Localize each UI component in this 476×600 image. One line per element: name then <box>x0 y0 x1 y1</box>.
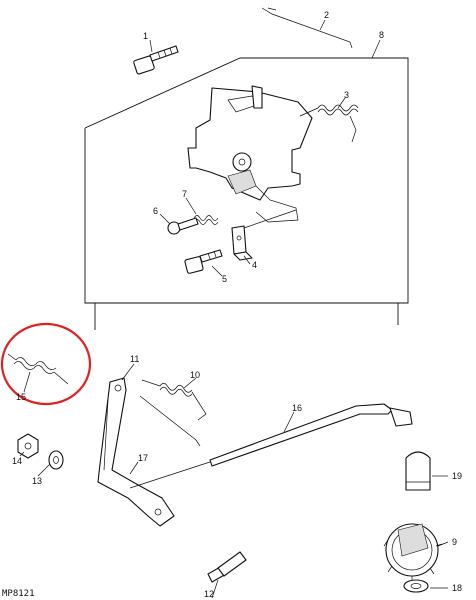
callout-6: 6 <box>153 206 158 216</box>
assembly-box <box>84 57 409 330</box>
callout-3: 3 <box>344 90 349 100</box>
part-12-pin <box>207 551 247 583</box>
part-1-bolt <box>133 45 179 75</box>
part-13-washer <box>48 450 64 470</box>
callout-13: 13 <box>32 476 42 486</box>
part-14-nut <box>17 433 39 459</box>
callout-8: 8 <box>379 30 384 40</box>
part-6-screw <box>167 217 199 235</box>
callout-10: 10 <box>190 370 200 380</box>
callout-17: 17 <box>138 453 148 463</box>
part-10-spring <box>139 379 207 447</box>
main-bracket <box>187 85 313 229</box>
callout-11: 11 <box>130 354 139 364</box>
callout-18: 18 <box>452 583 462 593</box>
callout-9: 9 <box>452 537 457 547</box>
part-18-washer <box>403 579 429 593</box>
part-15-spring <box>7 353 69 385</box>
part-4-clip <box>231 225 253 261</box>
part-2-wire <box>261 7 353 49</box>
highlight-circle <box>0 322 92 406</box>
callout-19: 19 <box>452 471 462 481</box>
callout-2: 2 <box>324 10 329 20</box>
callout-12: 12 <box>204 589 214 599</box>
callout-7: 7 <box>182 189 187 199</box>
part-11-lever <box>97 377 175 527</box>
leader-lines <box>19 19 449 599</box>
callout-15: 15 <box>16 392 26 402</box>
callout-4: 4 <box>252 260 257 270</box>
callout-5: 5 <box>222 274 227 284</box>
figure-code: MP8121 <box>2 589 35 599</box>
part-16-rod <box>129 403 413 489</box>
part-9-gear <box>383 523 443 582</box>
part-7-spring <box>193 215 219 225</box>
callout-16: 16 <box>292 403 302 413</box>
part-19-cap <box>405 451 431 491</box>
callout-labels: 1 2 3 4 5 6 7 8 9 10 11 12 13 14 15 16 1… <box>12 10 462 599</box>
callout-1: 1 <box>143 31 148 41</box>
part-3-spring <box>299 104 359 143</box>
part-5-bolt <box>184 249 223 274</box>
callout-14: 14 <box>12 456 22 466</box>
